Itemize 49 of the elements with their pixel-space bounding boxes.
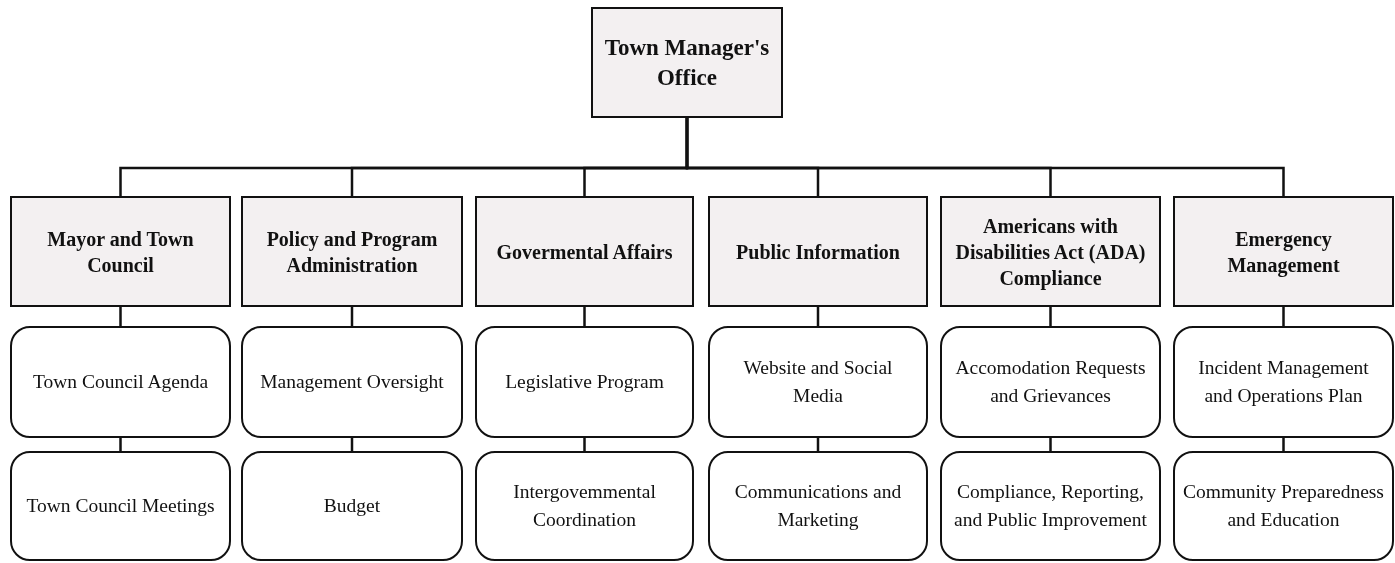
office-box (591, 7, 783, 118)
department-box (940, 196, 1161, 307)
function-label: Intergovemmental Coordination (512, 479, 657, 532)
connector-line (583, 438, 586, 451)
department-title: Public Information (736, 239, 900, 265)
department-box (241, 196, 463, 307)
department-title: Govermental Affairs (496, 239, 673, 265)
department-title: Mayor and Town Council (46, 226, 195, 278)
function-label: Budget (323, 493, 381, 518)
connector-line (119, 438, 122, 451)
connector-line (1049, 307, 1052, 326)
office-title: Town Manager's Office (603, 33, 771, 92)
department-title: Americans with Disabilities Act (ADA) Compliance (954, 213, 1147, 291)
function-label: Community Preparedness and Education (1183, 479, 1384, 532)
function-label: Management Oversight (260, 369, 444, 394)
connector-line (1049, 438, 1052, 451)
connector-line (119, 307, 122, 326)
connector-line (685, 118, 1285, 196)
function-label: Town Council Meetings (26, 493, 215, 518)
function-box (1173, 326, 1394, 438)
department-title: Policy and Program Administration (265, 226, 439, 278)
department-box (708, 196, 928, 307)
function-box (708, 326, 928, 438)
connector-line (350, 307, 354, 326)
connector-line (1282, 438, 1285, 451)
function-box (241, 326, 463, 438)
connector-line (583, 307, 586, 326)
department-box (475, 196, 694, 307)
function-label: Incident Management and Operations Plan (1197, 355, 1370, 408)
function-label: Website and Social Media (742, 355, 894, 408)
function-box (940, 326, 1161, 438)
function-label: Legislative Program (505, 369, 664, 394)
function-box (1173, 451, 1394, 561)
function-label: Accomodation Requests and Grievances (954, 355, 1147, 408)
connector-line (1282, 307, 1285, 326)
department-box (1173, 196, 1394, 307)
function-box (10, 326, 231, 438)
connector-line (816, 307, 820, 326)
function-box (241, 451, 463, 561)
function-box (708, 451, 928, 561)
department-title: Emergency Management (1226, 226, 1341, 278)
function-box (940, 451, 1161, 561)
function-label: Compliance, Reporting, and Public Improvement (953, 479, 1148, 532)
function-box (475, 326, 694, 438)
department-box (10, 196, 231, 307)
function-label: Town Council Agenda (32, 369, 209, 394)
function-box (475, 451, 694, 561)
function-label: Communications and Marketing (733, 479, 903, 532)
function-box (10, 451, 231, 561)
